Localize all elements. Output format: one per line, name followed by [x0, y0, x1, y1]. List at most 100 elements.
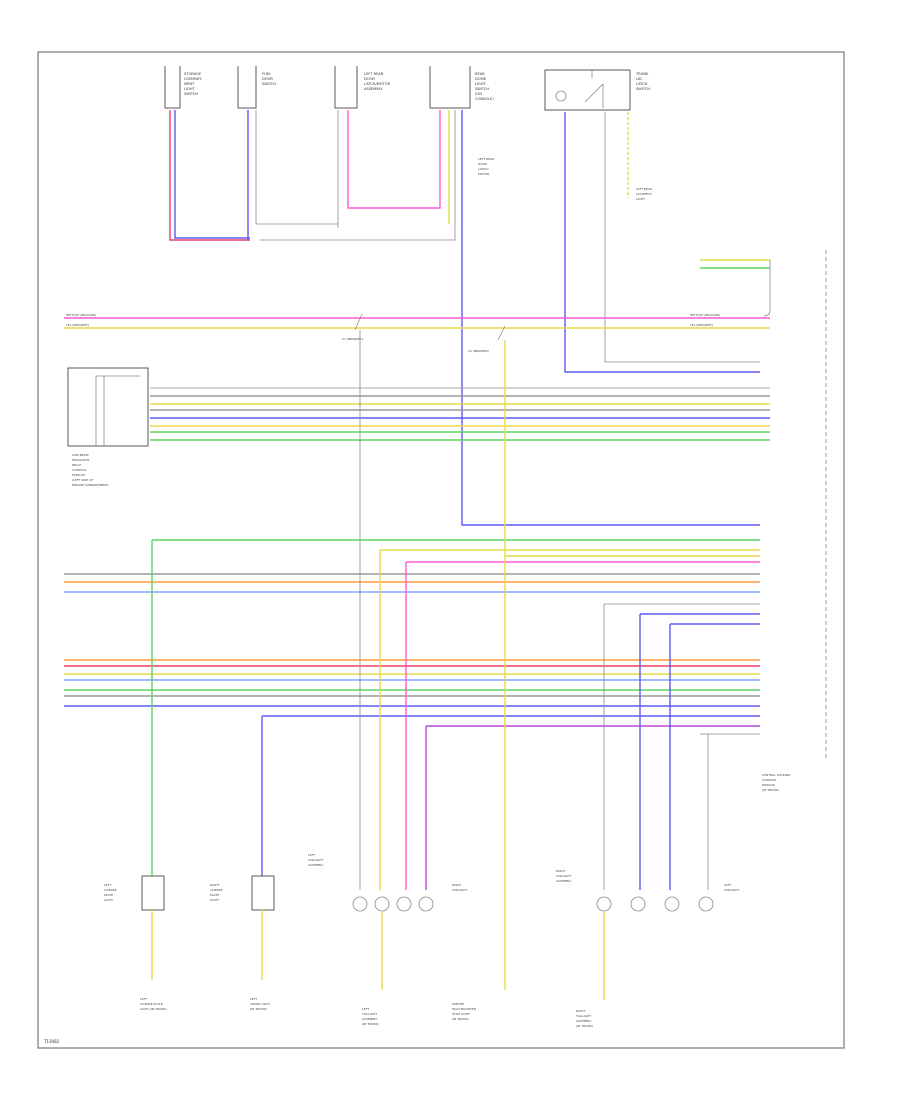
- vertical-drops: [151, 330, 709, 990]
- svg-text:REAR: REAR: [475, 72, 485, 76]
- svg-text:(ON: (ON: [475, 92, 482, 96]
- diagram-frame: [37, 51, 845, 1049]
- svg-text:ASSEMBLY: ASSEMBLY: [364, 87, 383, 91]
- svg-text:LIGHT: LIGHT: [210, 898, 219, 902]
- top-components: STORAGE COMPART- MENT LIGHT SWITCH FUEL …: [164, 66, 650, 111]
- svg-text:LEFT: LEFT: [724, 883, 731, 887]
- svg-text:LEFT: LEFT: [140, 997, 147, 1001]
- taillight-bulb-4: [418, 896, 434, 912]
- svg-text:ASSEMBLY: ASSEMBLY: [362, 1017, 378, 1021]
- svg-text:DOME: DOME: [475, 77, 487, 81]
- svg-text:TRUNK: TRUNK: [635, 72, 649, 76]
- c-ref-1: C1 (BRN/RED): [342, 337, 363, 341]
- svg-text:(IN TRUNK): (IN TRUNK): [362, 1022, 379, 1026]
- middle-bus: [150, 387, 770, 441]
- svg-text:RIGHT: RIGHT: [576, 1009, 586, 1013]
- svg-text:TAILLIGHT: TAILLIGHT: [555, 874, 571, 878]
- svg-text:COMPART-: COMPART-: [184, 77, 203, 81]
- svg-text:LEFT: LEFT: [250, 997, 257, 1001]
- svg-text:RIGHT: RIGHT: [210, 883, 220, 887]
- wire-fuel-gray: [255, 110, 338, 225]
- svg-text:RIGHT: RIGHT: [452, 883, 462, 887]
- svg-text:TRUNK LIGHT: TRUNK LIGHT: [249, 1002, 270, 1006]
- door-latch-note-3: LATCH/: [478, 167, 490, 171]
- wire-trunk-gray: [604, 112, 760, 363]
- wire-storage-blue: [174, 110, 250, 239]
- door-latch-note-4: MOTOR: [478, 172, 489, 176]
- svg-text:(IN TRUNK): (IN TRUNK): [250, 1007, 267, 1011]
- trunk-lid-switch-box: [544, 69, 631, 111]
- svg-text:LIGHT: LIGHT: [104, 898, 113, 902]
- svg-text:SWITCH: SWITCH: [262, 82, 276, 86]
- svg-text:DOOR: DOOR: [364, 77, 375, 81]
- svg-text:TAILLIGHT: TAILLIGHT: [361, 1012, 377, 1016]
- wire-dome-blue: [461, 110, 760, 526]
- taillight-bulb-2: [374, 896, 390, 912]
- svg-text:(IN TRUNK): (IN TRUNK): [452, 1017, 469, 1021]
- wire-storage-red: [169, 110, 250, 241]
- svg-text:TAILLIGHT: TAILLIGHT: [451, 888, 467, 892]
- trunk-note-2: COURTESY: [636, 192, 652, 196]
- svg-text:TAILLIGHT: TAILLIGHT: [575, 1014, 591, 1018]
- svg-text:LEFT: LEFT: [308, 853, 315, 857]
- top-label-trunk: TRUNK LID LATCH SWITCH: [635, 72, 650, 91]
- right-taillight-bulb-1: [596, 896, 612, 912]
- top-wires: [169, 110, 760, 526]
- svg-text:(IN TRUNK): (IN TRUNK): [762, 788, 779, 792]
- svg-text:TAILLIGHT: TAILLIGHT: [723, 888, 739, 892]
- svg-text:LID: LID: [636, 77, 642, 81]
- svg-text:HEADLIGHT: HEADLIGHT: [72, 458, 90, 462]
- top-label-dome: REAR DOME LIGHT SWITCH (ON CONSOLE): [475, 72, 494, 101]
- right-connector-top: [700, 259, 771, 317]
- bus-top-label-1: WHT/VIO (BLU/GRN): [66, 313, 96, 317]
- lower-bus-1: [64, 539, 760, 625]
- svg-text:SWITCH: SWITCH: [636, 87, 650, 91]
- door-latch-note-1: LEFT REAR: [478, 157, 494, 161]
- fuel-door-switch-box: [237, 66, 257, 109]
- svg-text:LIGHT: LIGHT: [184, 87, 196, 91]
- svg-text:RELAY: RELAY: [72, 463, 82, 467]
- svg-text:LATCH/MOTOR: LATCH/MOTOR: [364, 82, 391, 86]
- svg-text:LOW BEAM: LOW BEAM: [72, 453, 89, 457]
- svg-text:LICENSE: LICENSE: [210, 888, 223, 892]
- svg-text:CONTROL: CONTROL: [72, 468, 87, 472]
- svg-text:PLATE: PLATE: [210, 893, 219, 897]
- svg-text:ENGINE COMPARTMENT): ENGINE COMPARTMENT): [72, 483, 109, 487]
- svg-text:PLATE: PLATE: [104, 893, 113, 897]
- bottom-labels: LEFT LICENSE PLATE LIGHT LEFT LICENSE PL…: [104, 853, 739, 1028]
- taillight-bulb-3: [396, 896, 412, 912]
- door-latch-note-2: DOOR: [478, 162, 487, 166]
- right-module-label: CENTRAL LOCKING CONTROL MODULE (IN TRUNK…: [762, 773, 791, 792]
- diagram-id: T13082: [43, 1039, 60, 1044]
- lower-bus-2: [64, 659, 760, 735]
- license-lamp-right: [251, 875, 275, 911]
- svg-text:CONSOLE): CONSOLE): [475, 97, 494, 101]
- svg-text:STORAGE: STORAGE: [184, 72, 202, 76]
- top-bus: WHT/VIO (BLU/GRN) YEL (RED/WHT) WHT/VIO …: [64, 313, 770, 353]
- svg-text:DOOR: DOOR: [262, 77, 273, 81]
- svg-text:(IN TRUNK): (IN TRUNK): [576, 1024, 593, 1028]
- svg-text:LATCH: LATCH: [636, 82, 648, 86]
- right-taillight-bulb-2: [630, 896, 646, 912]
- svg-text:TAILLIGHT: TAILLIGHT: [307, 858, 323, 862]
- svg-text:FUEL: FUEL: [262, 72, 271, 76]
- svg-text:SWITCH: SWITCH: [475, 87, 489, 91]
- svg-text:MODULE: MODULE: [72, 473, 85, 477]
- svg-text:RIGHT: RIGHT: [556, 869, 566, 873]
- wire-latch-magenta: [347, 110, 441, 209]
- bus-top-label-2: YEL (RED/WHT): [66, 323, 89, 327]
- svg-text:CENTER: CENTER: [452, 1002, 464, 1006]
- svg-text:SWITCH: SWITCH: [184, 92, 198, 96]
- svg-text:ASSEMBLY: ASSEMBLY: [556, 879, 572, 883]
- rear-door-latch-box: [334, 66, 358, 109]
- wire-trunk-blue: [564, 112, 760, 373]
- svg-text:ASSEMBLY: ASSEMBLY: [576, 1019, 592, 1023]
- svg-text:LEFT: LEFT: [104, 883, 111, 887]
- trunk-note-3: LIGHT: [636, 197, 645, 201]
- license-lamp-left: [141, 875, 165, 911]
- bus-top-right-1: WHT/VIO (BLU/GRN): [690, 313, 720, 317]
- svg-text:LEFT REAR: LEFT REAR: [364, 72, 384, 76]
- right-taillight-bulb-3: [664, 896, 680, 912]
- svg-text:STOP LIGHT: STOP LIGHT: [452, 1012, 470, 1016]
